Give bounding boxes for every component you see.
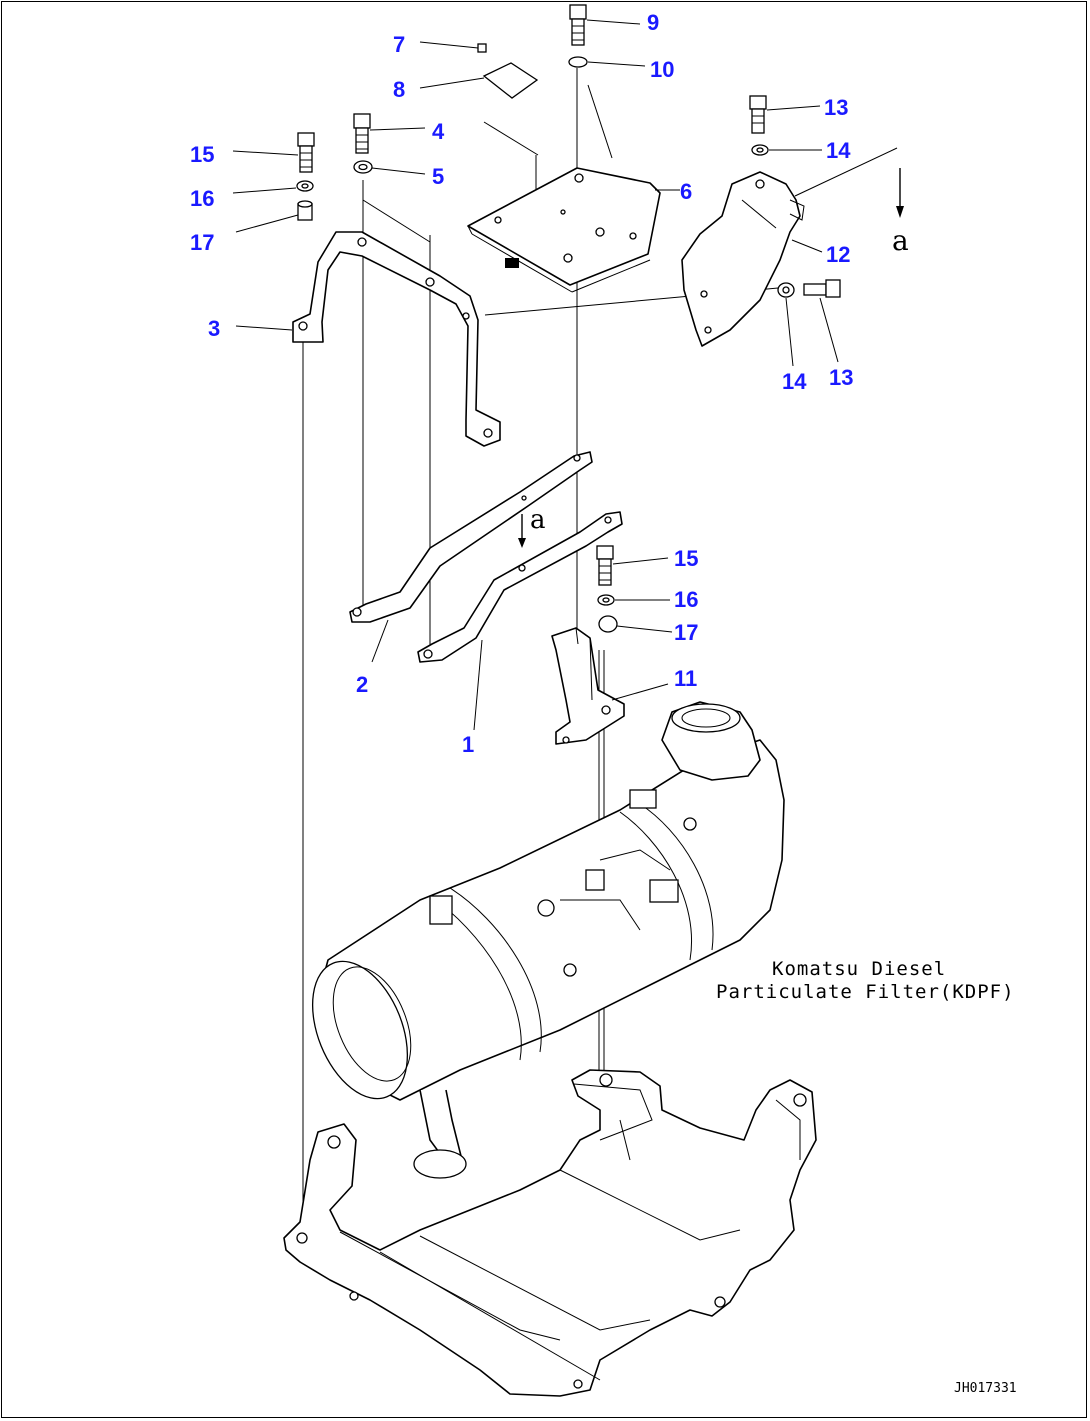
part-11-bracket (551, 627, 669, 745)
part-14-washer-top (751, 144, 822, 156)
callout-11: 11 (674, 666, 697, 691)
view-reference-top: a (892, 224, 909, 257)
callout-10: 10 (650, 57, 674, 82)
callout-9: 9 (647, 10, 659, 35)
callout-14-top: 14 (826, 138, 851, 163)
part-14-washer-side (777, 282, 795, 367)
callout-17-right: 17 (674, 620, 698, 645)
component-label-line2: Particulate Filter(KDPF) (716, 981, 1015, 1003)
part-13-bolt-side (803, 279, 841, 363)
part-12-cover (681, 171, 823, 347)
part-6-plate (467, 167, 680, 293)
view-arrow-top (896, 168, 904, 218)
callout-1: 1 (462, 732, 474, 757)
part-17-spacer-right (598, 615, 673, 633)
part-4-bolt (353, 113, 426, 154)
part-9-bolt (569, 4, 641, 46)
callout-13-side: 13 (829, 365, 853, 390)
callout-13-top: 13 (824, 95, 848, 120)
callout-5: 5 (432, 164, 444, 189)
callout-7: 7 (393, 32, 405, 57)
drawing-code: JH017331 (954, 1381, 1017, 1396)
view-arrow-middle (518, 514, 526, 548)
part-13-bolt-top (749, 95, 821, 134)
callout-15-right: 15 (674, 546, 698, 571)
view-reference-middle: a (530, 505, 546, 535)
callout-12: 12 (826, 242, 850, 267)
part-16-washer-left (232, 180, 314, 194)
part-8-pad (419, 62, 539, 99)
kdpf-assembly (311, 701, 785, 1179)
part-1-stay (417, 511, 623, 731)
callout-labels: 1 2 3 4 5 6 7 8 9 10 11 12 13 13 14 14 1… (190, 10, 853, 757)
callout-14-side: 14 (782, 369, 807, 394)
part-2-stay (349, 451, 593, 663)
part-16-washer-right (597, 594, 670, 606)
part-15-bolt-right (596, 545, 669, 586)
callout-15-left: 15 (190, 142, 214, 167)
callout-3: 3 (208, 316, 220, 341)
part-3-bracket (235, 231, 501, 447)
part-15-bolt-left (232, 132, 315, 173)
callout-4: 4 (432, 119, 445, 144)
callout-17-left: 17 (190, 230, 214, 255)
component-label-line1: Komatsu Diesel (772, 958, 946, 980)
part-7-bolt-cap (419, 41, 487, 53)
callout-8: 8 (393, 77, 405, 102)
callout-16-left: 16 (190, 186, 214, 211)
base-bracket (283, 1069, 817, 1397)
part-5-washer (353, 160, 426, 175)
callout-2: 2 (356, 672, 368, 697)
callout-16-right: 16 (674, 587, 698, 612)
part-17-spacer-left (235, 200, 313, 233)
part-10-washer (568, 56, 646, 68)
callout-6: 6 (680, 179, 692, 204)
